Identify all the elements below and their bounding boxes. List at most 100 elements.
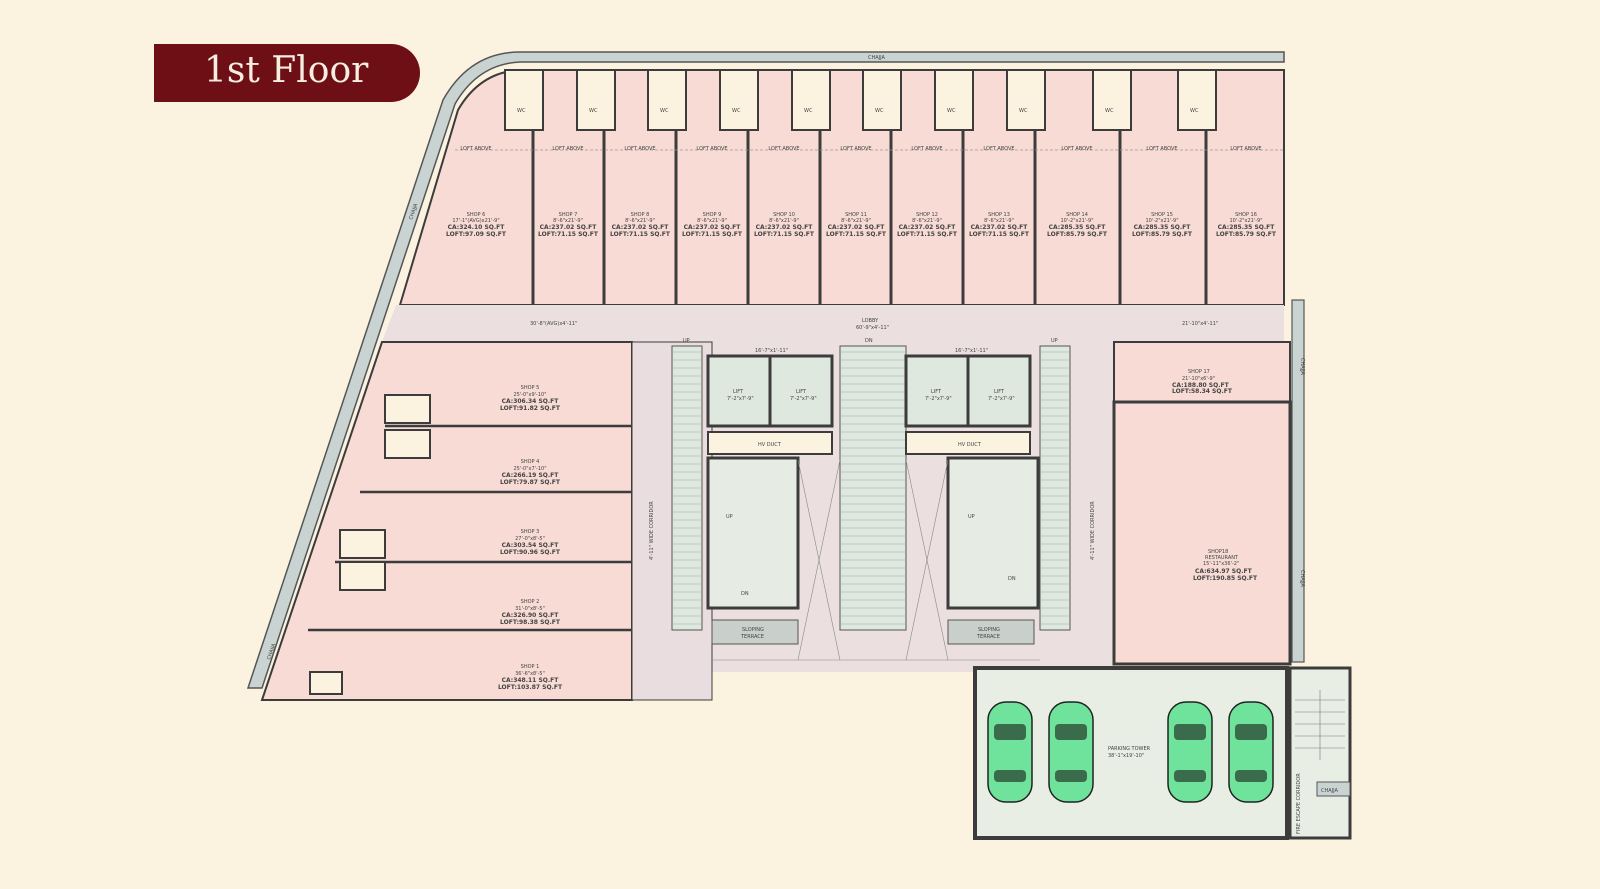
shop-ca: CA:303.54 SQ.FT: [502, 542, 560, 549]
lobby-label: LOBBY: [862, 318, 879, 324]
stair-dn-4: DN: [1008, 576, 1016, 582]
wide-corridor-left: 4'-11" WIDE CORRIDOR: [649, 501, 655, 560]
car-icon: [1048, 701, 1094, 803]
shop-name: SHOP 8: [631, 212, 650, 218]
car-icon: [987, 701, 1033, 803]
lift-label-3: LIFT: [931, 389, 942, 395]
shop-name: SHOP 11: [845, 212, 867, 218]
top-wc-0: [504, 69, 544, 131]
floor-title-badge: 1st Floor: [154, 44, 420, 102]
shop-dim: 8'-6"x21'-9": [625, 218, 655, 224]
left-shop-4: SHOP 425'-0"x7'-10"CA:266.19 SQ.FTLOFT:7…: [500, 459, 561, 486]
top-shop-11: SHOP 118'-6"x21'-9"CA:237.02 SQ.FTLOFT:7…: [826, 146, 887, 238]
escalator-steps: [672, 351, 1070, 625]
shop-loft: LOFT:71.15 SQ.FT: [538, 231, 599, 238]
chajja-label-fire: CHAJJA: [1321, 788, 1339, 794]
shop-loft: LOFT:97.09 SQ.FT: [446, 231, 507, 238]
top-shop-8: SHOP 88'-6"x21'-9"CA:237.02 SQ.FTLOFT:71…: [610, 146, 671, 238]
shop17-loft: LOFT:58.34 SQ.FT: [1172, 388, 1233, 395]
left-shop-1: SHOP 136'-6"x8'-5"CA:348.11 SQ.FTLOFT:10…: [498, 664, 563, 691]
shop-loft: LOFT:71.15 SQ.FT: [897, 231, 958, 238]
shop-loft: LOFT:85.79 SQ.FT: [1216, 231, 1277, 238]
shop-loft: LOFT:85.79 SQ.FT: [1047, 231, 1108, 238]
lift-core-left: [706, 354, 834, 645]
top-wc-label-1: WC: [589, 108, 598, 114]
chajja-band: [246, 51, 1285, 689]
shop-ca: CA:237.02 SQ.FT: [899, 224, 957, 231]
car-icon: [1228, 701, 1274, 803]
shop-name: SHOP 15: [1151, 212, 1173, 218]
shop-ca: CA:285.35 SQ.FT: [1134, 224, 1192, 231]
lift-dim-1: 7'-2"x7'-9": [727, 396, 754, 402]
shop-ca: CA:237.02 SQ.FT: [684, 224, 742, 231]
shop-dim: 8'-6"x21'-9": [912, 218, 942, 224]
shop-loft: LOFT:103.87 SQ.FT: [498, 684, 563, 691]
top-wc-label-7: WC: [1019, 108, 1028, 114]
top-shop-6: SHOP 617'-1"(AVG)x21'-9"CA:324.10 SQ.FTL…: [446, 146, 507, 238]
chajja-box: [1316, 781, 1351, 797]
lift-dim-2: 7'-2"x7'-9": [790, 396, 817, 402]
lift-lobby-dim-1: 16'-7"x1'-11": [755, 348, 788, 354]
shop-dim: 31'-0"x8'-5": [515, 606, 545, 612]
top-wc-label-5: WC: [875, 108, 884, 114]
shop17-area: [1113, 341, 1291, 403]
shop-dim: 8'-6"x21'-9": [697, 218, 727, 224]
shop-ca: CA:285.35 SQ.FT: [1218, 224, 1276, 231]
shop-name: SHOP 5: [521, 385, 540, 391]
shop-loft: LOFT:90.96 SQ.FT: [500, 549, 561, 556]
stair-dn-3: DN: [741, 591, 749, 597]
shop18-dim: 15'-11"x36'-2": [1203, 561, 1239, 567]
top-wc-label-4: WC: [804, 108, 813, 114]
top-wc-label-8: WC: [1105, 108, 1114, 114]
shop-ca: CA:266.19 SQ.FT: [502, 472, 560, 479]
top-wc-8: [1092, 69, 1132, 131]
top-wc-7: [1006, 69, 1046, 131]
lobby-dim: 60'-9"x4'-11": [856, 325, 889, 331]
loft-above-label: LOFT ABOVE: [696, 146, 727, 152]
top-shop-13: SHOP 138'-6"x21'-9"CA:237.02 SQ.FTLOFT:7…: [969, 146, 1030, 238]
shop18-name: SHOP18: [1208, 549, 1228, 555]
shop-name: SHOP 14: [1066, 212, 1088, 218]
shop-name: SHOP 12: [916, 212, 938, 218]
shop18-area: [1112, 400, 1292, 666]
shop-loft: LOFT:98.38 SQ.FT: [500, 619, 561, 626]
loft-above-label: LOFT ABOVE: [768, 146, 799, 152]
fire-escape-steps: [1295, 690, 1345, 760]
corridor-dim-left: 30'-8"(AVG)x4'-11": [530, 321, 577, 327]
shop-dim: 8'-6"x21'-9": [553, 218, 583, 224]
shop-name: SHOP 9: [703, 212, 722, 218]
top-wc-9: [1177, 69, 1217, 131]
shop-name: SHOP 3: [521, 529, 540, 535]
parking-dim: 38'-1"x19'-10": [1108, 753, 1144, 759]
shop-dim: 8'-6"x21'-9": [984, 218, 1014, 224]
left-shop-5: SHOP 525'-0"x9'-10"CA:306.34 SQ.FTLOFT:9…: [500, 385, 561, 412]
parking-label: PARKING TOWER: [1108, 746, 1151, 752]
lift-label-4: LIFT: [994, 389, 1005, 395]
shop-loft: LOFT:85.79 SQ.FT: [1132, 231, 1193, 238]
void-lines: [712, 459, 1040, 661]
shop-dim: 8'-6"x21'-9": [769, 218, 799, 224]
chajja-label-right: CHAJJA: [1299, 358, 1305, 376]
shop-dim: 25'-0"x9'-10": [513, 392, 546, 398]
shop-loft: LOFT:91.82 SQ.FT: [500, 405, 561, 412]
lift-core-right: [904, 354, 1040, 645]
sloping-terrace-1a: SLOPING: [742, 627, 764, 633]
loft-above-label: LOFT ABOVE: [1230, 146, 1261, 152]
duct-1: HV DUCT: [758, 442, 782, 448]
wide-corridor-right: 4'-11" WIDE CORRIDOR: [1090, 501, 1096, 560]
stair-up-3: UP: [726, 514, 733, 520]
shop-name: SHOP 1: [521, 664, 540, 670]
top-wc-label-0: WC: [517, 108, 526, 114]
corridor-dim-right: 21'-10"x4'-11": [1182, 321, 1218, 327]
sloping-terrace-2a: SLOPING: [978, 627, 1000, 633]
shop-dim: 36'-6"x8'-5": [515, 671, 545, 677]
shop-name: SHOP 13: [988, 212, 1010, 218]
sloping-terrace-2b: TERRACE: [976, 634, 1000, 640]
shop-ca: CA:324.10 SQ.FT: [448, 224, 506, 231]
shop-ca: CA:306.34 SQ.FT: [502, 398, 560, 405]
top-wc-1: [576, 69, 616, 131]
